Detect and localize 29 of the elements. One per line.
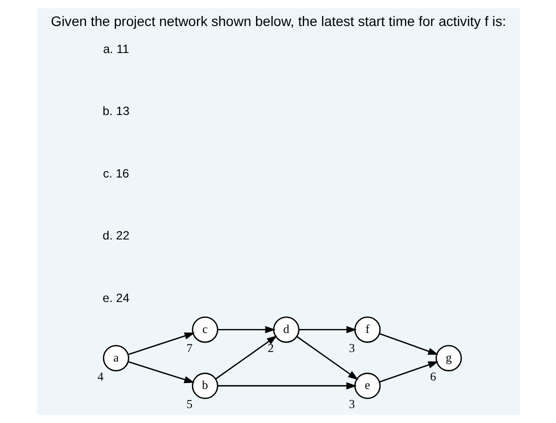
arrow	[217, 382, 356, 390]
label: b. 13	[102, 104, 129, 118]
label: e. 24	[102, 290, 129, 305]
arrow	[298, 326, 356, 334]
arrow	[379, 361, 438, 382]
node-circle: a	[102, 345, 129, 372]
node-label: 7	[186, 340, 192, 355]
label: d. 22	[102, 228, 129, 243]
node-circle: e	[354, 372, 380, 399]
arrow	[128, 332, 194, 356]
diagram-title: Given the project network shown below, the latest start time for activity f is:	[50, 13, 506, 30]
node-label: 3	[348, 340, 354, 355]
node-circle: c	[191, 316, 218, 343]
node-circle: b	[191, 372, 218, 399]
node-label: 5	[186, 397, 192, 412]
node-label: 4	[96, 369, 104, 384]
node-label: 2	[267, 340, 274, 355]
arrow	[128, 361, 194, 384]
arrow	[296, 336, 358, 380]
arrow	[217, 326, 276, 334]
node-circle: f	[354, 316, 380, 343]
label: a. 11	[102, 42, 129, 56]
node-label: 6	[430, 369, 436, 384]
label: c. 16	[102, 166, 129, 180]
node-circle: g	[435, 345, 462, 372]
node-circle: d	[272, 316, 299, 343]
arrow	[378, 333, 438, 355]
node-label: 3	[348, 397, 354, 412]
arrow	[214, 335, 277, 380]
